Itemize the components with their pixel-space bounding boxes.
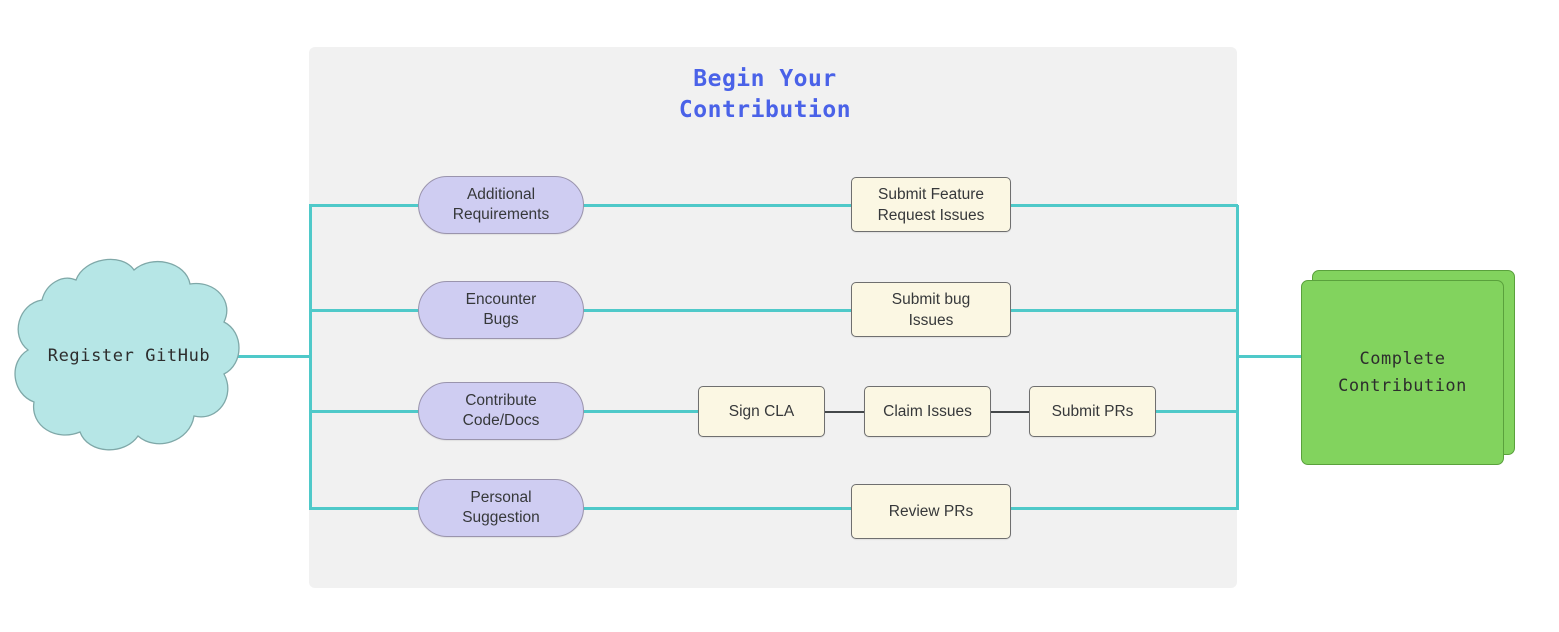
- step-node-label: Sign CLA: [728, 403, 795, 420]
- trigger-node-encounter-bugs[interactable]: Encounter Bugs: [418, 281, 584, 339]
- connector-left-branch-1: [309, 204, 421, 207]
- step-node-submit-prs[interactable]: Submit PRs: [1029, 386, 1156, 437]
- connector-row4-mid: [583, 507, 853, 510]
- trigger-node-label: Personal Suggestion: [462, 489, 540, 526]
- trigger-node-contribute-code-docs[interactable]: Contribute Code/Docs: [418, 382, 584, 440]
- connector-left-branch-2: [309, 309, 421, 312]
- connector-left-branch-4: [309, 507, 421, 510]
- connector-left-trunk: [309, 205, 312, 510]
- connector-row1-end: [1010, 204, 1238, 207]
- step-node-sign-cla[interactable]: Sign CLA: [698, 386, 825, 437]
- connector-row3-b: [824, 411, 865, 413]
- step-node-label: Submit PRs: [1051, 403, 1134, 420]
- connector-row4-end: [1010, 507, 1238, 510]
- trigger-node-label: Encounter Bugs: [465, 291, 537, 328]
- trigger-node-label: Additional Requirements: [452, 186, 550, 223]
- connector-row2-end: [1010, 309, 1238, 312]
- connector-row3-c: [990, 411, 1030, 413]
- end-node-complete-contribution[interactable]: Complete Contribution: [1301, 280, 1504, 465]
- end-node-label: Complete Contribution: [1338, 348, 1467, 396]
- step-node-claim-issues[interactable]: Claim Issues: [864, 386, 991, 437]
- connector-left-branch-3: [309, 410, 421, 413]
- action-node-review-prs[interactable]: Review PRs: [851, 484, 1011, 539]
- action-node-label: Submit Feature Request Issues: [877, 185, 985, 224]
- connector-row1-mid: [583, 204, 853, 207]
- diagram-title: Begin Your Contribution: [678, 66, 852, 123]
- connector-row3-a: [583, 410, 700, 413]
- trigger-node-label: Contribute Code/Docs: [462, 392, 540, 429]
- cloud-shape-icon: [14, 258, 240, 451]
- connector-row2-mid: [583, 309, 853, 312]
- start-node-cloud[interactable]: [6, 252, 246, 459]
- action-node-label: Review PRs: [888, 503, 974, 520]
- start-node-label: Register GitHub: [47, 345, 211, 366]
- step-node-label: Claim Issues: [883, 403, 972, 420]
- connector-start-stem: [232, 355, 312, 358]
- action-node-submit-feature-request-issues[interactable]: Submit Feature Request Issues: [851, 177, 1011, 232]
- connector-end-stem: [1236, 355, 1306, 358]
- action-node-submit-bug-issues[interactable]: Submit bug Issues: [851, 282, 1011, 337]
- action-node-label: Submit bug Issues: [891, 290, 971, 329]
- trigger-node-personal-suggestion[interactable]: Personal Suggestion: [418, 479, 584, 537]
- trigger-node-additional-requirements[interactable]: Additional Requirements: [418, 176, 584, 234]
- connector-row3-end: [1155, 410, 1238, 413]
